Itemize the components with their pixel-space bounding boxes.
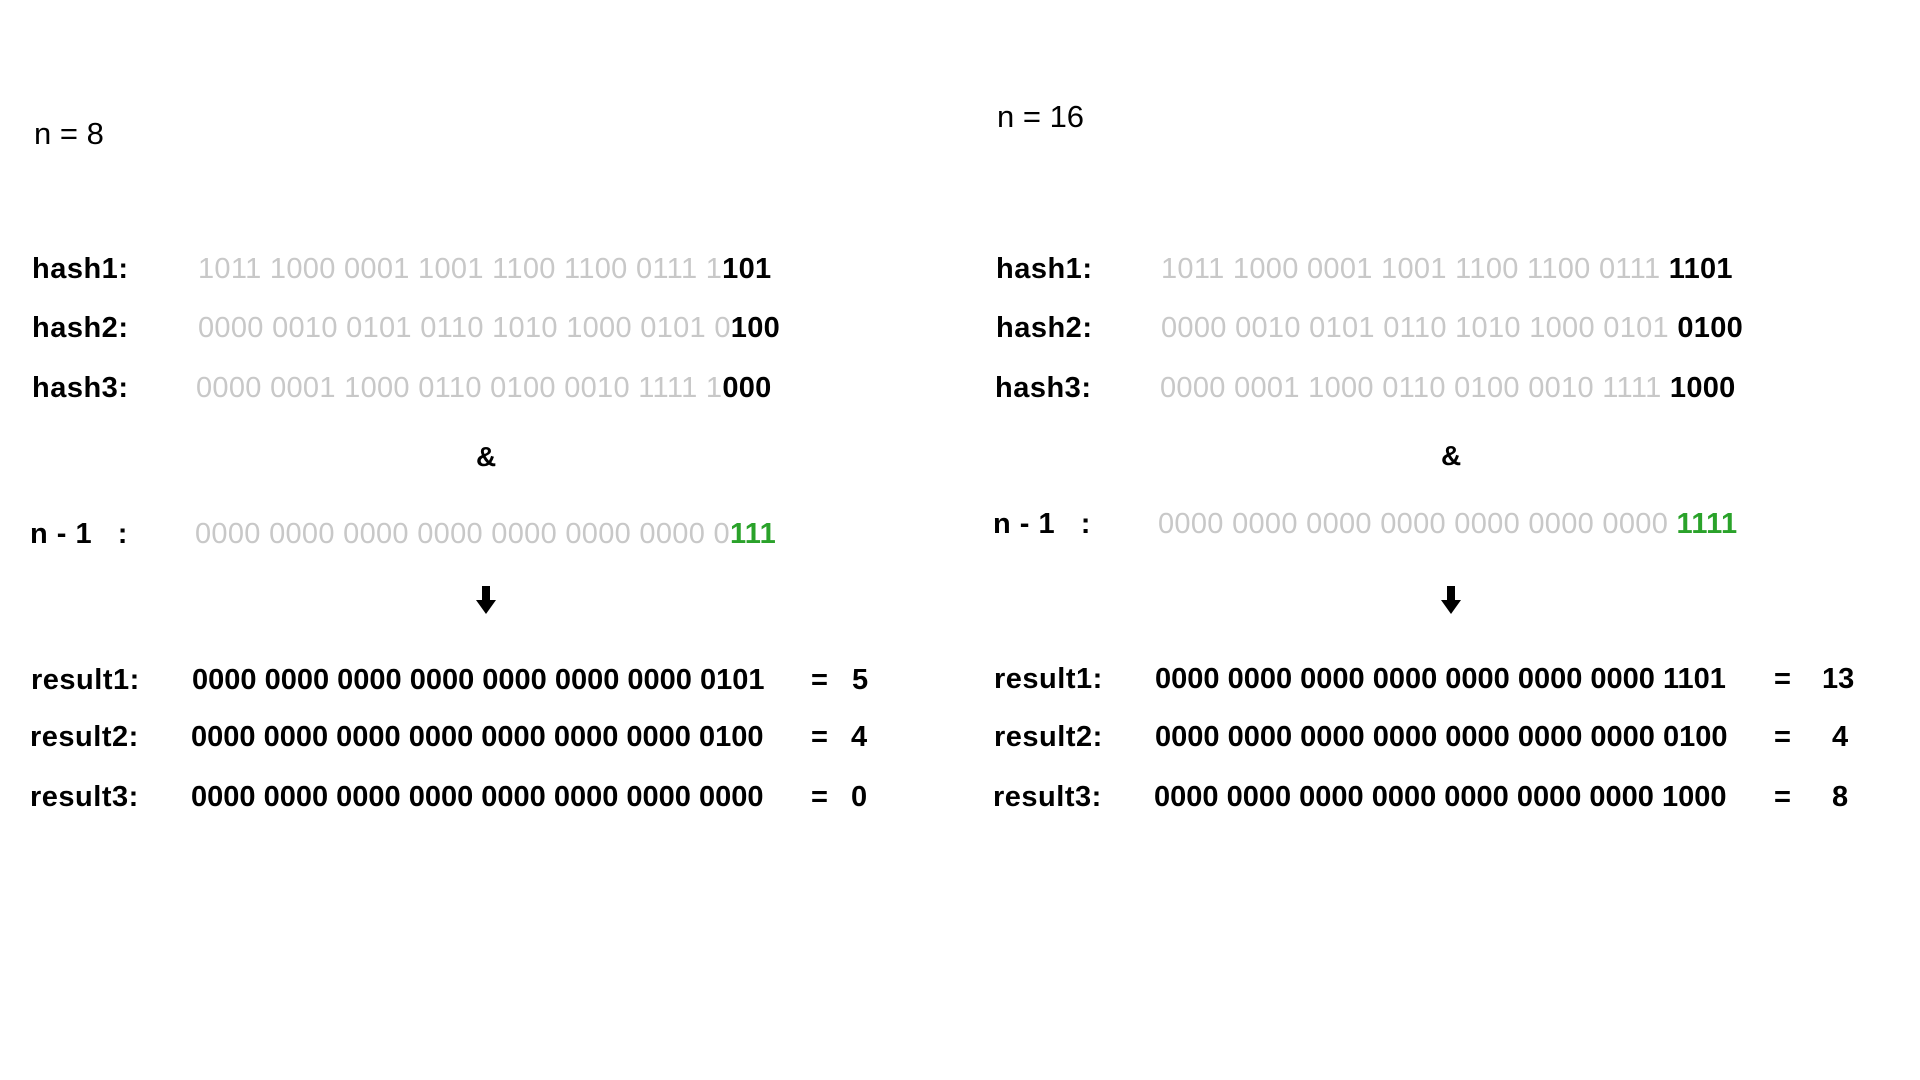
right-result2-bits: 0000 0000 0000 0000 0000 0000 0000 0100 bbox=[1155, 721, 1728, 753]
right-mask-hi: 1111 bbox=[1676, 508, 1738, 540]
right-hash3-bits: 0000 0001 1000 0110 0100 0010 1111 1000 bbox=[1160, 372, 1736, 405]
right-hash2-label: hash2: bbox=[996, 312, 1093, 344]
left-and-operator: & bbox=[476, 441, 497, 472]
right-hash1-label: hash1: bbox=[996, 253, 1093, 285]
right-result2-equals: = bbox=[1774, 721, 1791, 753]
left-hash1-bits: 1011 1000 0001 1001 1100 1100 0111 1101 bbox=[198, 253, 771, 286]
right-result1-equals: = bbox=[1774, 663, 1791, 695]
left-hash2-bits: 0000 0010 0101 0110 1010 1000 0101 0100 bbox=[198, 312, 780, 345]
right-result2-value: 4 bbox=[1832, 721, 1849, 753]
left-hash1-dim: 1011 1000 0001 1001 1100 1100 0111 1 bbox=[198, 253, 723, 285]
left-hash2-hi: 100 bbox=[730, 312, 781, 344]
left-hash2-dim: 0000 0010 0101 0110 1010 1000 0101 0 bbox=[198, 312, 731, 344]
right-mask-label: n - 1 : bbox=[993, 508, 1091, 540]
left-result3-equals: = bbox=[811, 781, 828, 813]
right-mask-bits: 0000 0000 0000 0000 0000 0000 0000 1111 bbox=[1158, 508, 1737, 541]
left-mask-label: n - 1 : bbox=[30, 518, 128, 550]
left-result1-label: result1: bbox=[31, 664, 140, 696]
right-hash1-bits: 1011 1000 0001 1001 1100 1100 0111 1101 bbox=[1161, 253, 1733, 286]
left-hash3-label: hash3: bbox=[32, 372, 129, 404]
left-hash1-hi: 101 bbox=[722, 253, 772, 285]
right-hash3-dim: 0000 0001 1000 0110 0100 0010 1111 bbox=[1160, 372, 1670, 404]
left-hash3-hi: 000 bbox=[722, 372, 772, 404]
right-hash2-bits: 0000 0010 0101 0110 1010 1000 0101 0100 bbox=[1161, 312, 1743, 345]
right-result1-label: result1: bbox=[994, 663, 1103, 695]
left-mask-bits: 0000 0000 0000 0000 0000 0000 0000 0111 bbox=[195, 518, 776, 551]
left-result2-label: result2: bbox=[30, 721, 139, 753]
right-and-operator: & bbox=[1441, 440, 1462, 471]
right-down-arrow-icon bbox=[1441, 586, 1461, 614]
right-result3-bits: 0000 0000 0000 0000 0000 0000 0000 1000 bbox=[1154, 781, 1727, 813]
left-hash3-dim: 0000 0001 1000 0110 0100 0010 1111 1 bbox=[196, 372, 723, 404]
right-mask-dim: 0000 0000 0000 0000 0000 0000 0000 bbox=[1158, 508, 1677, 540]
right-result1-value: 13 bbox=[1822, 663, 1855, 695]
left-result2-equals: = bbox=[811, 721, 828, 753]
left-down-arrow-icon bbox=[476, 586, 496, 614]
right-result2-label: result2: bbox=[994, 721, 1103, 753]
left-result3-label: result3: bbox=[30, 781, 139, 813]
right-result3-label: result3: bbox=[993, 781, 1102, 813]
left-mask-hi: 111 bbox=[729, 518, 777, 550]
left-result2-bits: 0000 0000 0000 0000 0000 0000 0000 0100 bbox=[191, 721, 764, 753]
right-hash1-hi: 1101 bbox=[1668, 253, 1733, 285]
right-result3-equals: = bbox=[1774, 781, 1791, 813]
left-hash1-label: hash1: bbox=[32, 253, 129, 285]
right-hash1-dim: 1011 1000 0001 1001 1100 1100 0111 bbox=[1161, 253, 1669, 285]
left-result2-value: 4 bbox=[851, 721, 868, 753]
right-result1-bits: 0000 0000 0000 0000 0000 0000 0000 1101 bbox=[1155, 663, 1726, 695]
left-hash3-bits: 0000 0001 1000 0110 0100 0010 1111 1000 bbox=[196, 372, 772, 405]
right-hash2-dim: 0000 0010 0101 0110 1010 1000 0101 bbox=[1161, 312, 1678, 344]
left-title: n = 8 bbox=[34, 116, 104, 151]
right-hash3-label: hash3: bbox=[995, 372, 1092, 404]
left-result1-bits: 0000 0000 0000 0000 0000 0000 0000 0101 bbox=[192, 664, 765, 696]
left-result1-value: 5 bbox=[852, 664, 869, 696]
left-hash2-label: hash2: bbox=[32, 312, 129, 344]
left-mask-dim: 0000 0000 0000 0000 0000 0000 0000 0 bbox=[195, 518, 730, 550]
left-result3-bits: 0000 0000 0000 0000 0000 0000 0000 0000 bbox=[191, 781, 764, 813]
right-title: n = 16 bbox=[997, 99, 1085, 134]
left-result1-equals: = bbox=[811, 664, 828, 696]
left-result3-value: 0 bbox=[851, 781, 868, 813]
right-result3-value: 8 bbox=[1832, 781, 1849, 813]
right-hash2-hi: 0100 bbox=[1677, 312, 1744, 344]
right-hash3-hi: 1000 bbox=[1669, 372, 1736, 404]
